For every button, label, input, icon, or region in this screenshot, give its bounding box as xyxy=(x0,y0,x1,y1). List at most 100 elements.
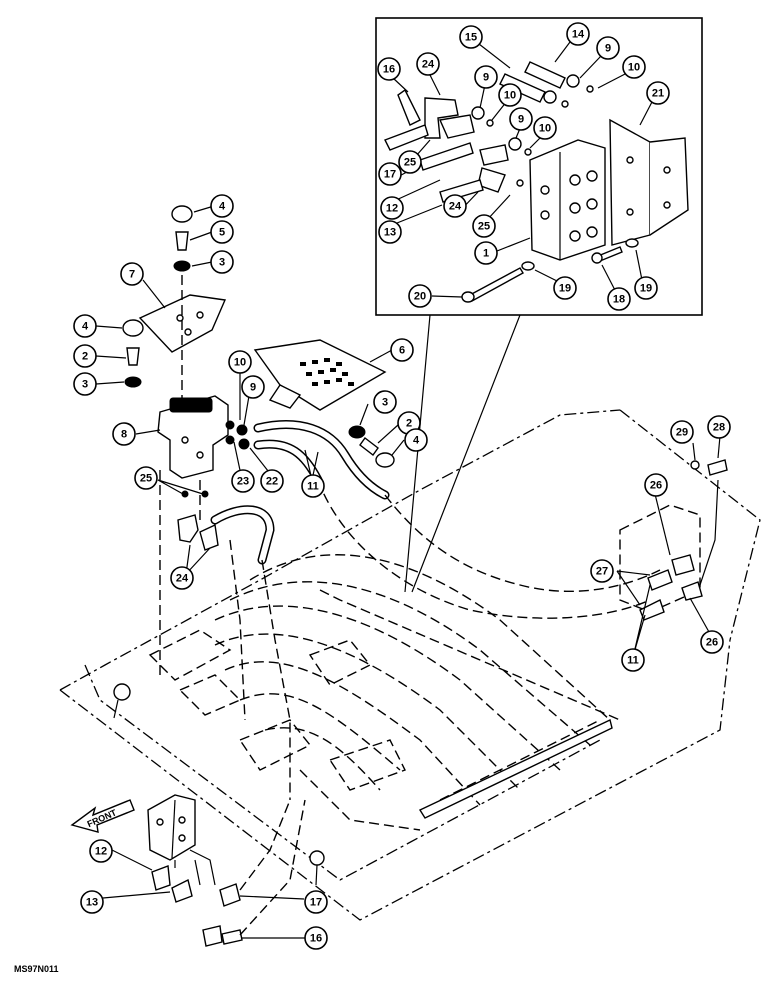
callout-label: 25 xyxy=(140,473,152,485)
callout-3b: 3 xyxy=(73,372,97,396)
callout-label: 18 xyxy=(613,294,625,306)
callout-circle xyxy=(398,150,422,174)
callout-label: 12 xyxy=(386,203,398,215)
callout-circle xyxy=(474,65,498,89)
callout-label: 22 xyxy=(266,476,278,488)
callout-circle xyxy=(621,648,645,672)
callout-inset-16: 16 xyxy=(377,57,401,81)
callout-label: 9 xyxy=(605,43,611,55)
callout-9: 9 xyxy=(241,375,265,399)
callout-label: 29 xyxy=(676,427,688,439)
drawing-id: MS97N011 xyxy=(14,964,59,974)
callout-circle xyxy=(553,276,577,300)
callout-label: 21 xyxy=(652,88,664,100)
callout-circle xyxy=(210,194,234,218)
callout-circle xyxy=(112,422,136,446)
callout-28: 28 xyxy=(707,415,731,439)
callout-circle xyxy=(472,214,496,238)
callout-circle xyxy=(533,116,557,140)
callout-circle xyxy=(707,415,731,439)
callout-label: 24 xyxy=(422,59,435,71)
callout-label: 28 xyxy=(713,422,725,434)
pedal-drop-lines xyxy=(159,275,201,680)
callout-4c: 4 xyxy=(404,428,428,452)
callout-inset-25: 25 xyxy=(398,150,422,174)
callout-circle xyxy=(566,22,590,46)
callout-label: 3 xyxy=(382,397,388,409)
callout-label: 19 xyxy=(640,283,652,295)
callout-circle xyxy=(700,630,724,654)
callout-label: 27 xyxy=(596,566,608,578)
callout-inset-20: 20 xyxy=(408,284,432,308)
callout-circle xyxy=(607,287,631,311)
callout-inset-13: 13 xyxy=(378,220,402,244)
callout-13: 13 xyxy=(80,890,104,914)
callout-circle xyxy=(378,162,402,186)
callout-label: 4 xyxy=(219,201,226,213)
callout-label: 12 xyxy=(95,846,107,858)
callout-circle xyxy=(670,420,694,444)
callout-inset-15: 15 xyxy=(459,25,483,49)
pedal-fittings xyxy=(177,490,219,551)
callout-16: 16 xyxy=(304,926,328,950)
pedal-valve xyxy=(157,395,229,479)
callout-inset-9b: 9 xyxy=(474,65,498,89)
floor-cutouts xyxy=(148,629,406,791)
floor-ribs xyxy=(214,554,621,831)
callout-circle xyxy=(210,250,234,274)
callout-label: 16 xyxy=(310,933,322,945)
callout-inset-19b: 19 xyxy=(634,276,658,300)
callout-circle xyxy=(301,474,325,498)
callout-label: 8 xyxy=(121,429,127,441)
callout-circle xyxy=(380,196,404,220)
callout-label: 26 xyxy=(706,637,718,649)
callout-8: 8 xyxy=(112,422,136,446)
callout-2a: 2 xyxy=(73,344,97,368)
callout-4b: 4 xyxy=(73,314,97,338)
callout-circle xyxy=(474,241,498,265)
callout-26a: 26 xyxy=(644,473,668,497)
callout-inset-10a: 10 xyxy=(622,55,646,79)
callout-label: 11 xyxy=(307,481,319,493)
callout-circle xyxy=(373,390,397,414)
callout-circle xyxy=(443,194,467,218)
callout-6: 6 xyxy=(390,338,414,362)
callout-inset-1: 1 xyxy=(474,241,498,265)
callout-inset-9c: 9 xyxy=(509,107,533,131)
callout-circle xyxy=(304,926,328,950)
foot-pedal xyxy=(253,339,387,411)
callout-7: 7 xyxy=(120,262,144,286)
callout-10: 10 xyxy=(228,350,252,374)
callout-circle xyxy=(646,81,670,105)
callout-label: 11 xyxy=(627,655,639,667)
callout-label: 17 xyxy=(384,169,396,181)
callout-circle xyxy=(210,220,234,244)
callout-inset-21: 21 xyxy=(646,81,670,105)
front-arrow: FRONT xyxy=(70,799,135,833)
callout-label: 9 xyxy=(518,114,524,126)
callout-circle xyxy=(378,220,402,244)
callout-label: 5 xyxy=(219,227,225,239)
callout-circle xyxy=(260,469,284,493)
callout-label: 14 xyxy=(572,29,585,41)
callout-circle xyxy=(89,839,113,863)
callout-inset-14: 14 xyxy=(566,22,590,46)
callout-label: 20 xyxy=(414,291,426,303)
right-fittings xyxy=(639,459,728,621)
callout-25: 25 xyxy=(134,466,158,490)
callout-circle xyxy=(231,469,255,493)
callout-label: 4 xyxy=(82,321,89,333)
callout-label: 25 xyxy=(478,221,490,233)
callout-circle xyxy=(634,276,658,300)
callout-circle xyxy=(596,36,620,60)
callout-circle xyxy=(73,372,97,396)
callout-inset-19a: 19 xyxy=(553,276,577,300)
callout-circle xyxy=(73,314,97,338)
callout-circle xyxy=(498,83,522,107)
callout-label: 10 xyxy=(234,357,246,369)
callout-label: 3 xyxy=(82,379,88,391)
callout-label: 25 xyxy=(404,157,416,169)
callout-circle xyxy=(590,559,614,583)
callout-circle xyxy=(304,890,328,914)
